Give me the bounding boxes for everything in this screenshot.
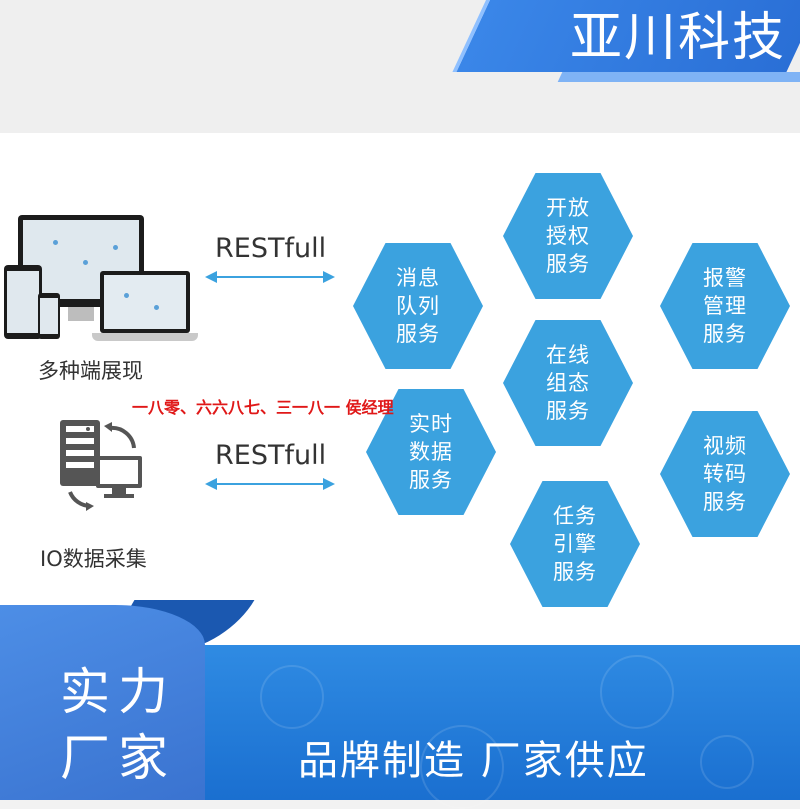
slogan: 品牌制造 厂家供应 [298,738,649,784]
service-video-transcode: 视频转码服务 [660,411,790,537]
brand-stripe [557,72,800,82]
strength-line-2: 厂家 [60,729,176,787]
service-online-config: 在线组态服务 [503,320,633,446]
service-label: 在线组态服务 [546,343,590,423]
service-label: 报警管理服务 [703,266,747,346]
service-open-auth: 开放授权服务 [503,173,633,299]
phone-icon [38,293,60,339]
tablet-icon [4,265,42,339]
strength-line-1: 实力 [60,663,176,721]
contact-overlay-text: 一八零、六六八七、三一八一 侯经理 [132,398,394,417]
restfull-label-bottom: RESTfull [215,440,327,471]
multi-device-icon [4,215,198,365]
io-label: IO数据采集 [40,547,147,571]
service-label: 消息队列服务 [396,266,440,346]
server-monitor-icon [60,420,142,511]
service-alarm-mgmt: 报警管理服务 [660,243,790,369]
architecture-panel: 多种端展现 IO数据采集 RESTfull RESTfull 开放授权服务 消息… [0,133,800,645]
brand-name: 亚川科技 [569,8,786,68]
restfull-label-top: RESTfull [215,233,327,264]
service-label: 视频转码服务 [703,434,747,514]
service-label: 实时数据服务 [409,412,453,492]
service-label: 开放授权服务 [546,196,590,276]
double-arrow-icon [205,478,335,490]
devices-label: 多种端展现 [38,359,143,383]
service-message-queue: 消息队列服务 [353,243,483,369]
laptop-icon [92,271,198,341]
service-task-engine: 任务引擎服务 [510,481,640,607]
double-arrow-icon [205,271,335,283]
service-label: 任务引擎服务 [553,504,597,584]
strength-panel [0,605,205,800]
